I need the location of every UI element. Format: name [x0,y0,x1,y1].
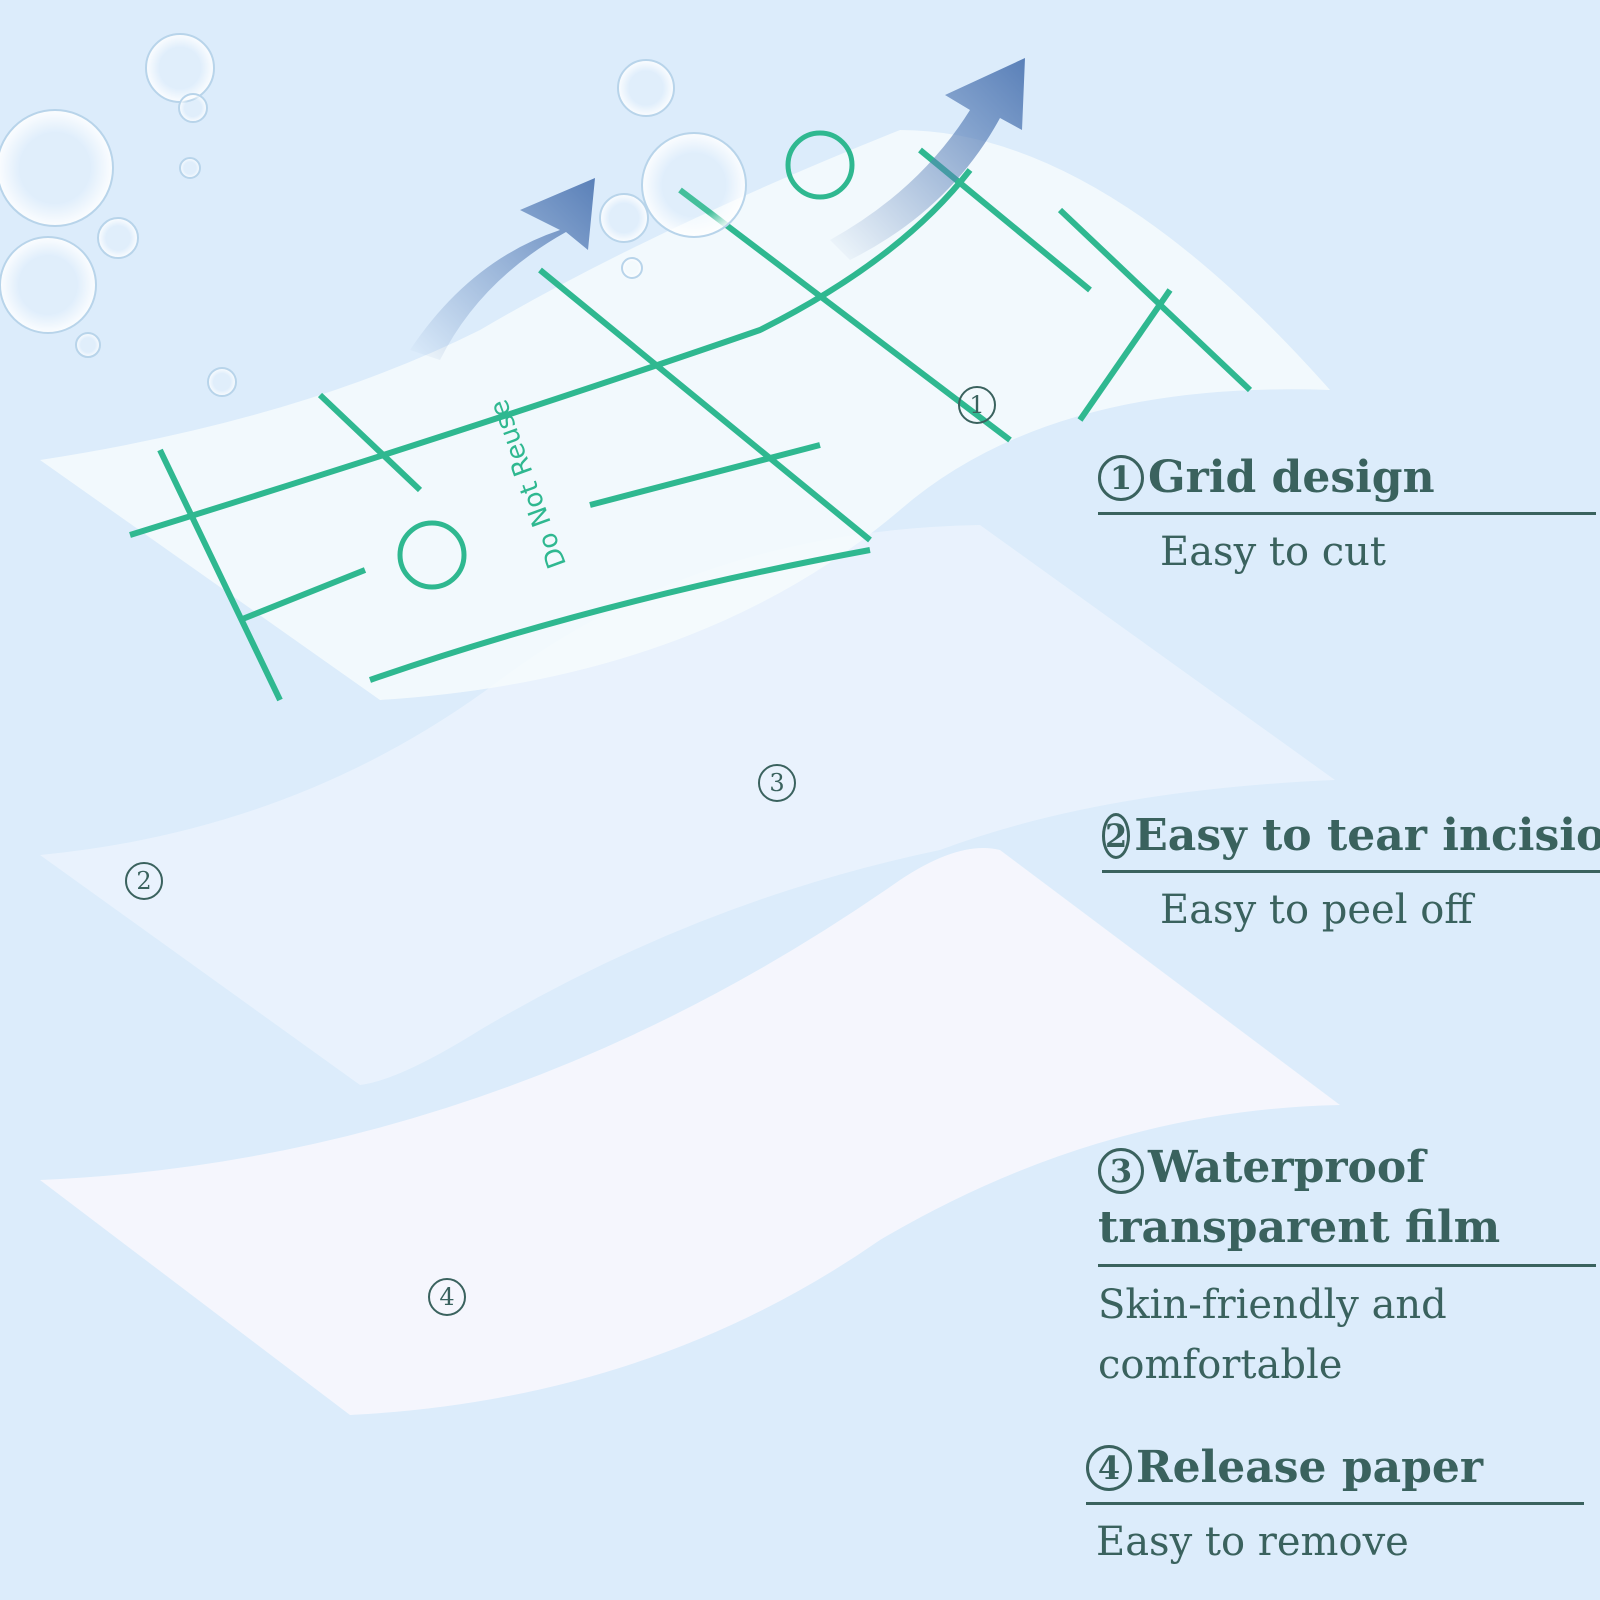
feature-subtitle: Easy to remove [1096,1519,1409,1565]
layer-label-3: 3 [758,764,796,802]
number-badge: 4 [1086,1445,1132,1491]
arrow-icon [410,178,595,360]
layer-label-4: 4 [428,1278,466,1316]
divider [1086,1502,1584,1505]
arrow-icon [830,58,1025,260]
divider [1098,1264,1596,1267]
number-badge: 3 [1098,1148,1144,1194]
number-badge: 2 [1102,813,1131,859]
feature-title: Easy to tear incision [1134,810,1600,861]
release-paper-layer [40,848,1340,1415]
feature-title: Grid design [1148,452,1435,503]
divider [1098,512,1596,515]
divider [1102,870,1600,873]
feature-title: Waterproof transparent film [1098,1142,1501,1253]
waterproof-film-layer [40,525,1335,1085]
feature-subtitle: Easy to cut [1160,529,1386,575]
water-bubbles [0,33,747,397]
feature-subtitle: Easy to peel off [1160,887,1473,933]
layer-label-1: 1 [958,386,996,424]
feature-title: Release paper [1136,1442,1484,1493]
grid-film-layer [40,130,1330,702]
feature-subtitle: Skin-friendly and comfortable [1098,1282,1447,1388]
number-badge: 1 [1098,455,1144,501]
layer-label-2: 2 [125,862,163,900]
